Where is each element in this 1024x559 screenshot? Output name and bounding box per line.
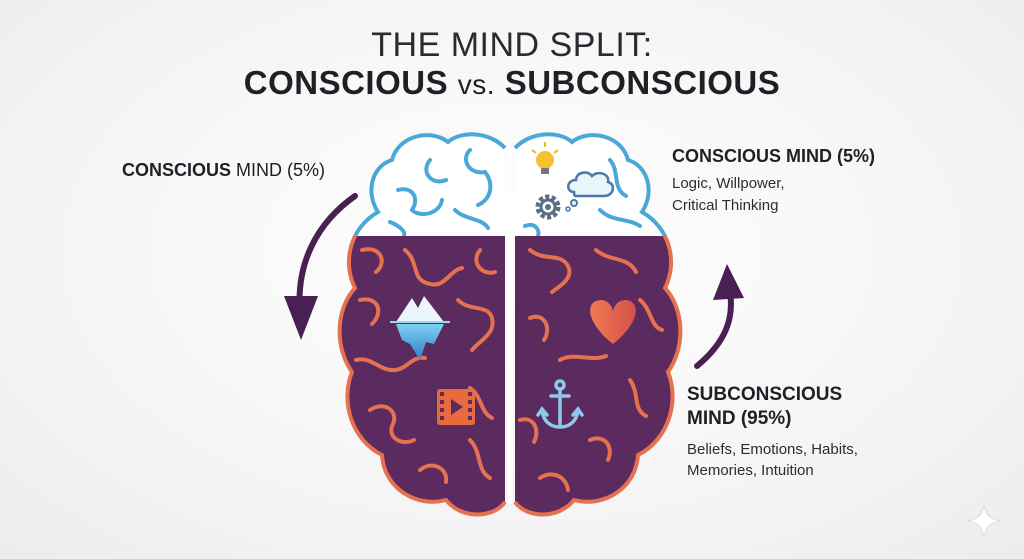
gear-icon <box>535 194 561 220</box>
left-conscious-label: CONSCIOUS MIND (5%) <box>122 160 325 181</box>
subconscious-description: SUBCONSCIOUS MIND (95%) Beliefs, Emotion… <box>687 383 877 481</box>
left-label-rest: MIND (5%) <box>231 160 326 180</box>
title-vs: vs. <box>457 69 496 100</box>
subconscious-traits-line-1: Beliefs, Emotions, Habits, <box>687 441 858 458</box>
subconscious-traits-line-2: Memories, Intuition <box>687 462 814 479</box>
title-subconscious: SUBCONSCIOUS <box>504 64 781 101</box>
lightbulb-icon <box>531 142 559 174</box>
heart-icon <box>590 300 636 344</box>
iceberg-icon <box>390 296 450 360</box>
anchor-icon <box>536 379 584 429</box>
title-line-2: CONSCIOUS vs. SUBCONSCIOUS <box>0 64 1024 102</box>
conscious-traits-line-2: Critical Thinking <box>672 197 779 214</box>
conscious-heading: CONSCIOUS MIND (5%) <box>672 146 876 166</box>
subconscious-heading-line-2: MIND (95%) <box>687 408 792 429</box>
left-label-bold: CONSCIOUS <box>122 160 232 180</box>
sparkle-icon <box>967 504 1001 538</box>
title-line-1: THE MIND SPLIT: <box>371 26 653 64</box>
conscious-description: CONSCIOUS MIND (5%) Logic, Willpower, Cr… <box>672 146 875 217</box>
down-arrow <box>284 193 358 340</box>
title-conscious: CONSCIOUS <box>243 64 449 101</box>
subconscious-heading-line-1: SUBCONSCIOUS <box>687 384 843 405</box>
film-play-icon <box>437 389 475 425</box>
conscious-traits-line-1: Logic, Willpower, <box>672 175 785 192</box>
thought-bubble-icon <box>565 171 615 212</box>
up-arrow <box>694 264 744 369</box>
